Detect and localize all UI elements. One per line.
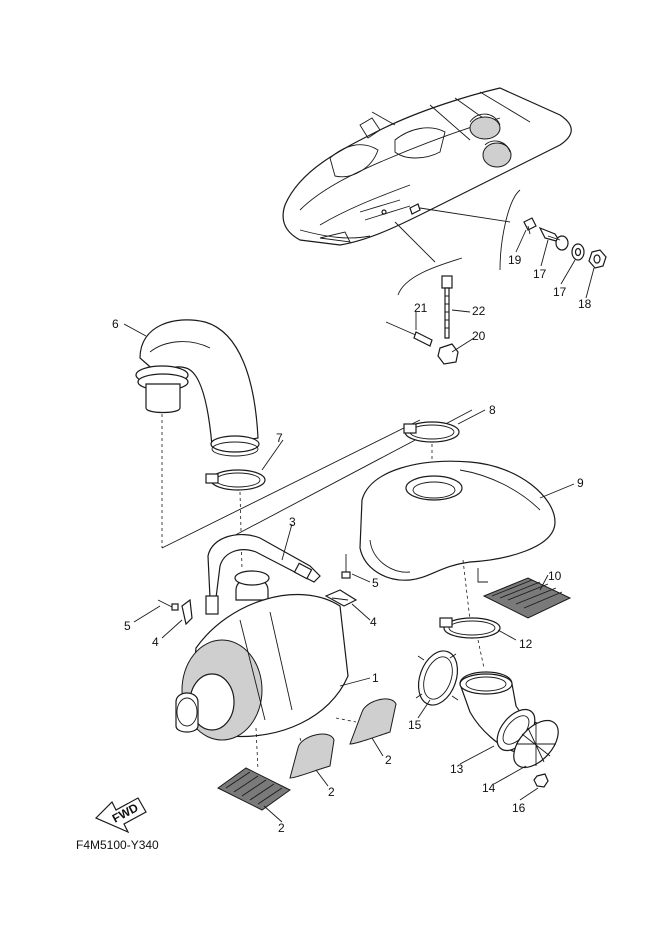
callout-15: 16: [512, 801, 526, 815]
part-2-pad-right: [349, 698, 397, 745]
watercraft-overview: [282, 87, 572, 246]
callout-1: 1: [372, 671, 379, 685]
callout-13: 14: [482, 781, 496, 795]
part-16-valve: [538, 226, 569, 251]
callout-19: 19: [508, 253, 522, 267]
callout-4-left: 4: [152, 635, 159, 649]
part-5-rivet-left: [157, 599, 179, 611]
part-12-clamp: [439, 617, 501, 639]
callout-7: 7: [276, 431, 283, 445]
part-2-pad-middle: [289, 733, 335, 779]
part-21-sensor: [385, 321, 433, 347]
callout-2-right: 2: [385, 753, 392, 767]
callout-5-right: 5: [372, 576, 379, 590]
callout-4-right: 4: [370, 615, 377, 629]
part-17-washer: [571, 243, 585, 261]
part-22-cable-tie: [441, 275, 453, 339]
callout-2-lower: 2: [278, 821, 285, 835]
callout-2-middle: 2: [328, 785, 335, 799]
part-4-bracket-left: [181, 598, 193, 626]
callout-10: 10: [548, 569, 562, 583]
part-8-clamp: [403, 421, 460, 443]
diagram-code: F4M5100-Y340: [76, 838, 159, 852]
part-20-clip: [437, 343, 459, 365]
callout-18: 18: [578, 297, 592, 311]
part-1-filter-canister: [175, 570, 349, 741]
part-5-rivet-right: [341, 554, 351, 579]
part-9-resonator-box: [359, 460, 556, 581]
callout-3: 3: [289, 515, 296, 529]
callout-5-left: 5: [124, 619, 131, 633]
callout-17: 17: [553, 285, 567, 299]
fwd-arrow-icon: FWD: [94, 797, 147, 834]
callout-20: 20: [472, 329, 486, 343]
part-18-nut: [588, 249, 607, 269]
part-7-clamp: [205, 469, 266, 491]
callout-11: 13: [450, 762, 464, 776]
part-13-flame-arrester: [513, 719, 559, 769]
part-10-filter-mat: [482, 577, 572, 619]
part-14-ring: [415, 650, 459, 706]
callout-9: 9: [577, 476, 584, 490]
callout-16: 17: [533, 267, 547, 281]
callout-12: 12: [519, 637, 533, 651]
callout-6: 6: [112, 317, 119, 331]
part-4-bracket-right: [324, 589, 358, 607]
part-6-intake-duct: [135, 319, 260, 457]
callout-22: 22: [472, 304, 486, 318]
callout-21: 21: [414, 301, 428, 315]
part-15-nut: [533, 773, 549, 788]
part-3-strap: [205, 534, 321, 615]
callout-8: 8: [489, 403, 496, 417]
part-19-fitting: [523, 217, 537, 235]
callout-14: 15: [408, 718, 422, 732]
part-2-mat-lower: [217, 767, 291, 811]
